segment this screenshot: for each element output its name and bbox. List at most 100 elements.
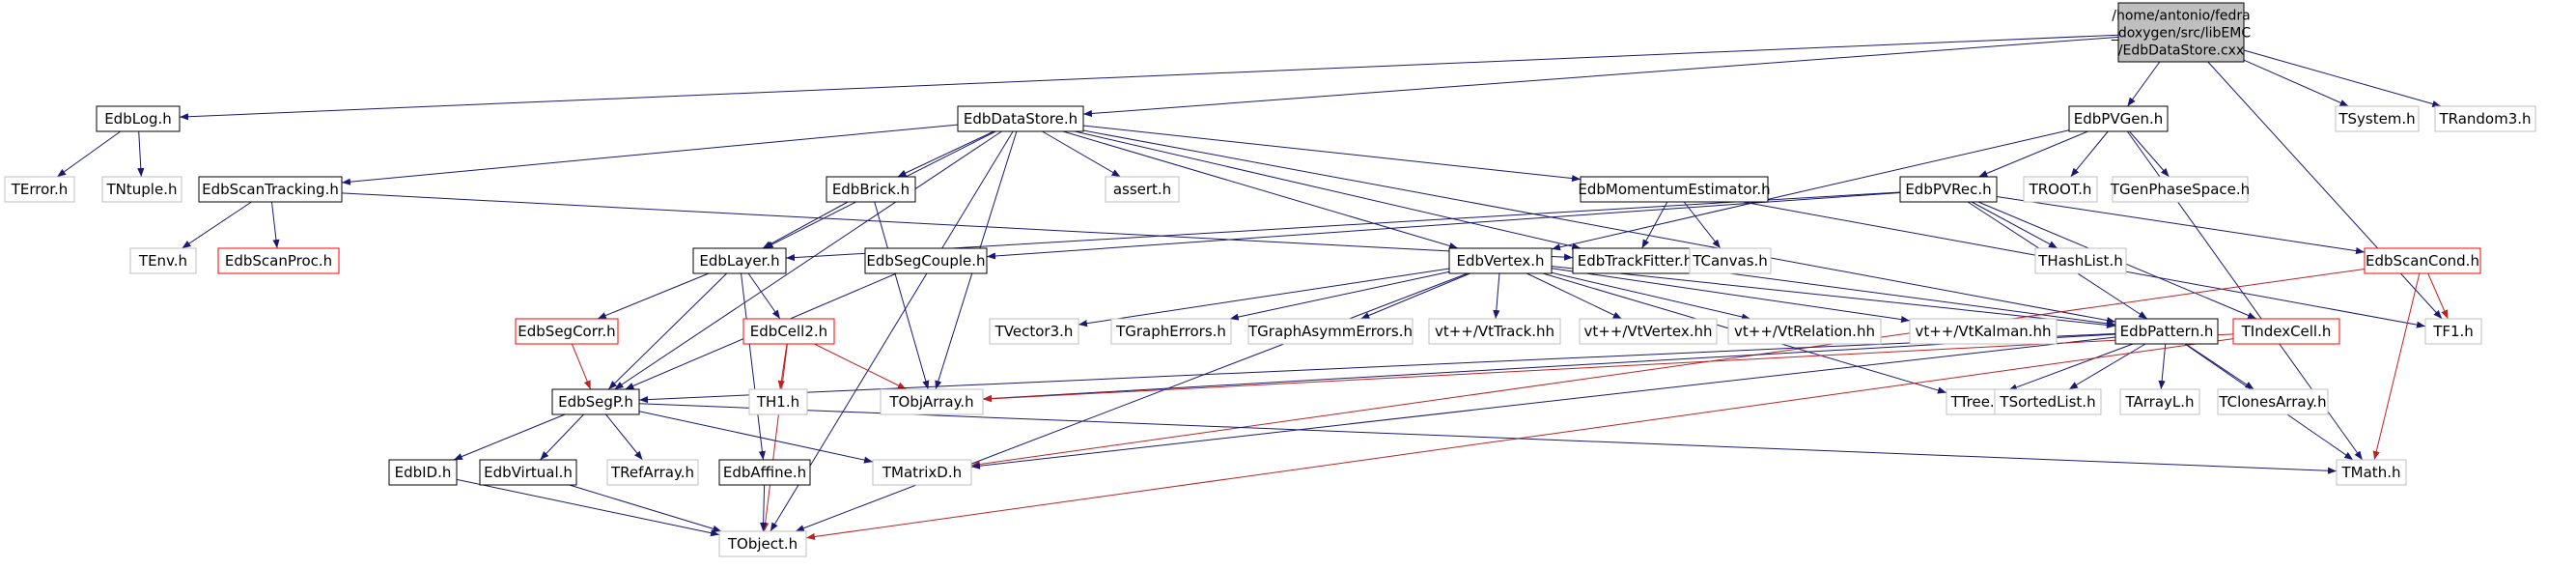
node-label: /home/antonio/fedra: [2112, 9, 2250, 24]
node-edbscantracking[interactable]: EdbScanTracking.h: [198, 176, 343, 203]
node-label: vt++/VtKalman.hh: [1915, 323, 2051, 340]
node-tntuple[interactable]: TNtuple.h: [101, 176, 182, 203]
node-label: TGraphAsymmErrors.h: [1247, 323, 1413, 340]
edge-EdbTrackFitter-to-EdbPattern: [1696, 269, 2116, 327]
node-tclonesarray[interactable]: TClonesArray.h: [2217, 388, 2329, 415]
node-edbvertex[interactable]: EdbVertex.h: [1448, 247, 1553, 274]
node-tenv[interactable]: TEnv.h: [129, 247, 197, 274]
node-box: [742, 318, 835, 345]
node-tgraphasymmerrors[interactable]: TGraphAsymmErrors.h: [1247, 318, 1414, 345]
node-box: [1899, 176, 1998, 203]
node-box: [748, 388, 808, 415]
node-tarrayl[interactable]: TArrayL.h: [2119, 388, 2200, 415]
edge-EdbScanTracking-to-EdbScanProc: [270, 201, 280, 249]
edge-EdbPVGen-to-TROOT: [2070, 130, 2109, 178]
node-edbmomentumestimator[interactable]: EdbMomentumEstimator.h: [1578, 176, 1771, 203]
node-box: [2119, 388, 2200, 415]
node-edbaffine[interactable]: EdbAffine.h: [718, 459, 811, 486]
node-th1[interactable]: TH1.h: [748, 388, 808, 415]
edge-EdbLayer-to-EdbSegCorr: [597, 272, 710, 320]
node-label: EdbPVRec.h: [1905, 181, 1991, 198]
node-vtkalman[interactable]: vt++/VtKalman.hh: [1909, 318, 2058, 345]
node-edbpvgen[interactable]: EdbPVGen.h: [2068, 105, 2169, 132]
node-tmatrixd[interactable]: TMatrixD.h: [872, 459, 972, 486]
node-edbsegp[interactable]: EdbSegP.h: [551, 388, 640, 415]
node-edbsegcouple[interactable]: EdbSegCouple.h: [864, 247, 988, 274]
edge-EdbVertex-to-VtRelation: [1551, 271, 1751, 321]
node-tmath[interactable]: TMath.h: [2336, 459, 2407, 486]
node-edbpvrec[interactable]: EdbPVRec.h: [1899, 176, 1998, 203]
node-box: [1579, 318, 1718, 345]
node-label: vt++/VtRelation.hh: [1734, 323, 1875, 340]
edge-EdbScanTracking-to-TEnv: [182, 201, 252, 249]
node-label: EdbScanCond.h: [2366, 252, 2479, 270]
node-tobject[interactable]: TObject.h: [718, 530, 807, 557]
node-box: [1428, 318, 1561, 345]
node-edbvirtual[interactable]: EdbVirtual.h: [479, 459, 577, 486]
node-label: TNtuple.h: [106, 181, 178, 198]
node-edbcell2[interactable]: EdbCell2.h: [742, 318, 835, 345]
node-box: [2335, 105, 2420, 132]
node-label: EdbVirtual.h: [484, 464, 573, 481]
node-box: [989, 318, 1079, 345]
node-vttrack[interactable]: vt++/VtTrack.hh: [1428, 318, 1561, 345]
node-label: EdbPVGen.h: [2074, 110, 2163, 128]
node-tsortedlist[interactable]: TSortedList.h: [1994, 388, 2102, 415]
node-label: TCanvas.h: [1692, 252, 1768, 270]
node-trandom3[interactable]: TRandom3.h: [2434, 105, 2536, 132]
node-tsystem[interactable]: TSystem.h: [2335, 105, 2420, 132]
node-label: TIndexCell.h: [2241, 323, 2332, 340]
edge-root-to-TF1: [2207, 61, 2443, 320]
edge-root-to-TSystem: [2243, 59, 2349, 107]
node-terror[interactable]: TError.h: [4, 176, 75, 203]
node-tobjarray[interactable]: TObjArray.h: [880, 388, 984, 415]
node-edbscanproc[interactable]: EdbScanProc.h: [217, 247, 340, 274]
node-box: [2424, 318, 2482, 345]
node-box: [2117, 2, 2245, 63]
node-edbsegcorr[interactable]: EdbSegCorr.h: [515, 318, 619, 345]
node-label: /EdbDataStore.cxx: [2118, 43, 2244, 59]
node-label: EdbCell2.h: [750, 323, 827, 340]
node-edbdatastore[interactable]: EdbDataStore.h: [957, 105, 1084, 132]
node-label: EdbSegP.h: [558, 393, 633, 411]
node-label: TRandom3.h: [2438, 110, 2531, 128]
node-tf1[interactable]: TF1.h: [2424, 318, 2482, 345]
node-label: TF1.h: [2432, 323, 2474, 340]
edge-EdbPattern-to-TSortedList: [2068, 343, 2146, 390]
node-edbtrackfitter[interactable]: EdbTrackFitter.h: [1572, 247, 1698, 274]
node-tindexcell[interactable]: TIndexCell.h: [2232, 318, 2340, 345]
node-troot[interactable]: TROOT.h: [2023, 176, 2098, 203]
node-edbscancond[interactable]: EdbScanCond.h: [2364, 247, 2481, 274]
edge-EdbPattern-to-TArrayL: [2158, 343, 2167, 390]
node-edblog[interactable]: EdbLog.h: [96, 105, 181, 132]
edge-EdbDataStore-to-EdbScanTracking: [341, 124, 959, 185]
edge-EdbDataStore-to-EdbPattern: [1082, 129, 2116, 325]
node-label: _doxygen/src/libEMC: [2111, 26, 2251, 42]
edge-EdbDataStore-to-EdbSegP: [614, 130, 1002, 390]
node-edbid[interactable]: EdbID.h: [388, 459, 458, 486]
node-edbpattern[interactable]: EdbPattern.h: [2114, 318, 2219, 345]
node-vtrelation[interactable]: vt++/VtRelation.hh: [1727, 318, 1882, 345]
node-box: [198, 176, 343, 203]
node-label: TObjArray.h: [888, 393, 973, 411]
node-tgenphasespace[interactable]: TGenPhaseSpace.h: [2110, 176, 2250, 203]
node-box: [1572, 247, 1698, 274]
node-tcanvas[interactable]: TCanvas.h: [1689, 247, 1772, 274]
node-vtvertex[interactable]: vt++/VtVertex.hh: [1579, 318, 1718, 345]
edge-EdbPVRec-to-EdbLayer: [785, 191, 1901, 262]
edge-TIndexCell-to-TObjArray: [982, 333, 2234, 403]
node-box: [129, 247, 197, 274]
edge-EdbBrick-to-EdbLayer: [762, 201, 849, 249]
node-trefarray[interactable]: TRefArray.h: [606, 459, 699, 486]
node-tgrapherrors[interactable]: TGraphErrors.h: [1110, 318, 1232, 345]
node-thashlist[interactable]: THashList.h: [2034, 247, 2127, 274]
node-assert[interactable]: assert.h: [1105, 176, 1180, 203]
node-edblayer[interactable]: EdbLayer.h: [692, 247, 787, 274]
edge-EdbPVRec-to-EdbScanCond: [1996, 196, 2366, 255]
node-label: EdbID.h: [395, 464, 452, 481]
edge-root-to-EdbPVGen: [2127, 61, 2161, 107]
node-box: [2112, 176, 2249, 203]
node-tvector3[interactable]: TVector3.h: [989, 318, 1079, 345]
node-edbbrick[interactable]: EdbBrick.h: [826, 176, 916, 203]
